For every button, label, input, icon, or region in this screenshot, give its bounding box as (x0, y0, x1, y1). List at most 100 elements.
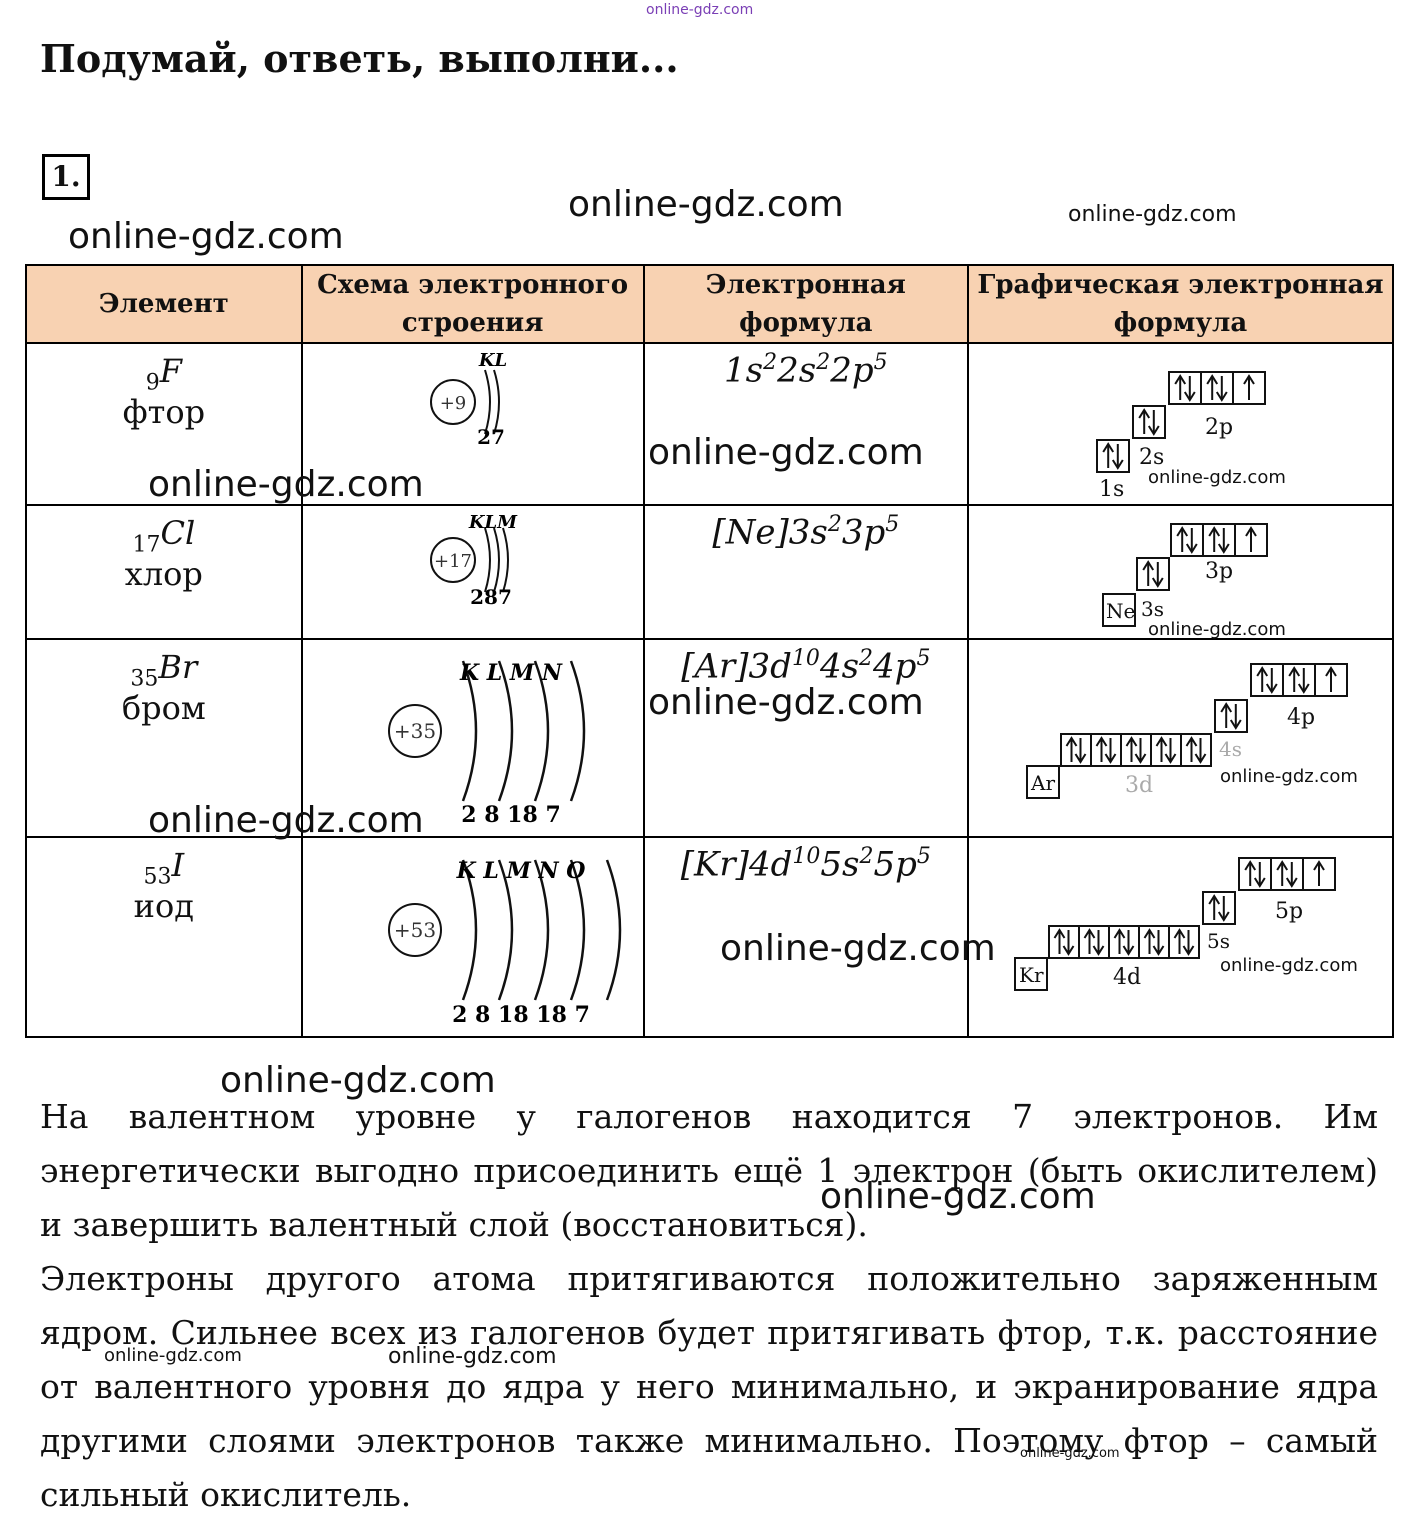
watermark: online-gdz.com (148, 800, 424, 841)
electron-formula: [Kr]4d105s25p5 (680, 844, 931, 885)
header-schema: Схема электронного строения (300, 264, 645, 344)
electron-shell (492, 369, 500, 435)
element-symbol: 17Cl (27, 514, 301, 557)
element-letter: F (159, 352, 182, 390)
nucleus-charge: +53 (394, 918, 436, 942)
orbital-label-s: 3s (1141, 597, 1164, 621)
core-label: Ar (1030, 771, 1055, 795)
orbital-p (1313, 663, 1348, 697)
shell-counts: 287 (470, 585, 512, 609)
orbital-s (1213, 699, 1248, 733)
core-label: Ne (1106, 599, 1135, 623)
header-element: Элемент (25, 264, 303, 344)
orbital-label-p: 5p (1275, 899, 1303, 924)
watermark: online-gdz.com (1148, 467, 1286, 488)
orbital-label-p: 4p (1287, 705, 1315, 730)
schema-cell: +17 KLM 287 (300, 504, 645, 640)
electron-shell (605, 859, 621, 1001)
orbital-1s (1095, 439, 1130, 473)
atom-shell-diagram: +17 KLM 287 (429, 512, 518, 609)
nucleus-charge: +35 (394, 719, 436, 743)
formula-cell: 1s22s22p5 (642, 342, 969, 506)
nucleus (429, 537, 476, 583)
watermark: online-gdz.com (720, 928, 996, 969)
electron-shell (497, 660, 513, 802)
watermark: online-gdz.com (1220, 955, 1358, 976)
orbital-label-p: 3p (1205, 559, 1233, 584)
orbital-p (1233, 523, 1268, 557)
orbital-2p (1199, 371, 1234, 405)
electron-formula: 1s22s22p5 (724, 350, 888, 391)
orbital-2p (1231, 371, 1266, 405)
core-box (1025, 765, 1060, 799)
watermark: online-gdz.com (104, 1345, 242, 1366)
electron-shell (569, 660, 585, 802)
orbital-d (1059, 733, 1092, 767)
header-formula: Электронная формула (642, 264, 969, 344)
watermark: online-gdz.com (220, 1060, 496, 1101)
orbital-d (1137, 925, 1170, 959)
core-box (1013, 957, 1048, 991)
orbital-p (1237, 857, 1272, 891)
shell-counts: 2 8 18 7 (461, 802, 561, 828)
orbital-p (1249, 663, 1284, 697)
element-symbol: 35Br (27, 648, 301, 691)
electron-formula: [Ar]3d104s24p5 (681, 646, 931, 687)
orbital-d (1089, 733, 1122, 767)
electron-shell (483, 369, 491, 435)
watermark: online-gdz.com (148, 464, 424, 505)
shell-letters: K L M N O (455, 858, 585, 884)
atomic-number: 35 (130, 666, 159, 692)
shell-letters: K L M N (459, 660, 563, 686)
core-box (1101, 593, 1136, 627)
watermark: online-gdz.com (1068, 202, 1237, 227)
electron-formula: [Ne]3s23p5 (712, 512, 900, 553)
paragraph-valence: На валентном уровне у галогенов находитс… (40, 1097, 1378, 1244)
orbital-label-2p: 2p (1205, 415, 1233, 440)
shell-counts: 2 8 18 18 7 (452, 1002, 590, 1028)
orbital-d (1119, 733, 1152, 767)
electron-shell (533, 660, 549, 802)
orbital-2s (1131, 405, 1166, 439)
orbital-label-1s: 1s (1099, 477, 1124, 502)
core-label: Kr (1019, 963, 1044, 987)
orbital-2p (1167, 371, 1202, 405)
electron-shell (501, 527, 509, 593)
watermark: online-gdz.com (1220, 766, 1358, 787)
element-letter: Br (158, 648, 198, 686)
electron-shell (461, 660, 477, 802)
nucleus (387, 704, 442, 758)
shell-letters: KL (478, 350, 507, 371)
element-name: фтор (122, 393, 206, 432)
formula-cell: [Ne]3s23p5 (642, 504, 969, 640)
orbital-d (1047, 925, 1080, 959)
watermark-top: online-gdz.com (646, 2, 754, 18)
nucleus-charge: +17 (434, 551, 472, 572)
orbital-p (1201, 523, 1236, 557)
atom-shell-diagram: +35 K L M N 2 8 18 7 (387, 660, 585, 828)
task-number: 1. (42, 154, 90, 200)
atomic-number: 9 (145, 370, 160, 396)
header-graphic-formula: Графическая электронная формула (966, 264, 1395, 344)
watermark: online-gdz.com (568, 184, 844, 225)
element-name: хлор (124, 555, 203, 594)
shell-letters: KLM (468, 512, 518, 533)
orbital-d (1167, 925, 1200, 959)
element-letter: Cl (160, 514, 196, 552)
orbital-label-s: 5s (1207, 929, 1230, 953)
orbital-p (1269, 857, 1304, 891)
orbital-s (1201, 891, 1236, 925)
element-name: иод (133, 887, 194, 926)
